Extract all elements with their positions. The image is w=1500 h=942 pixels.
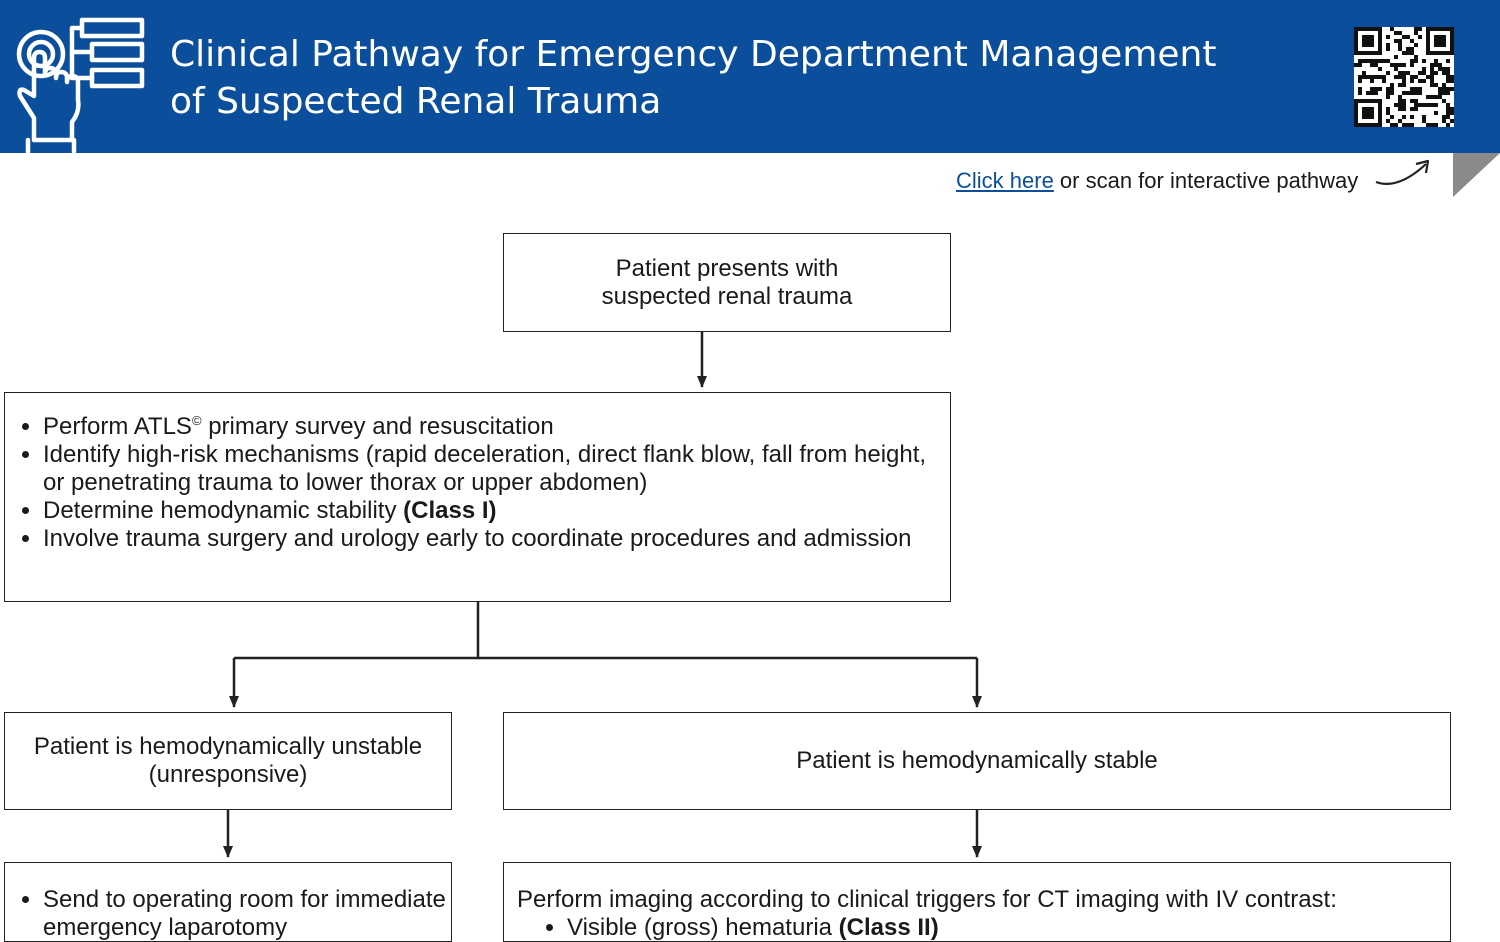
list-item: Perform ATLS© primary survey and resusci… <box>43 413 938 441</box>
interactive-pathway-note: Click here or scan for interactive pathw… <box>956 168 1358 194</box>
page-title: Clinical Pathway for Emergency Departmen… <box>170 31 1310 125</box>
title-line-2: of Suspected Renal Trauma <box>170 81 662 122</box>
class-label: (Class I) <box>403 497 497 524</box>
operating-room-list: Send to operating room for immediate eme… <box>5 886 451 941</box>
node-initial-assessment: Perform ATLS© primary survey and resusci… <box>4 392 951 602</box>
imaging-intro: Perform imaging according to clinical tr… <box>517 886 1337 913</box>
node-stable-text: Patient is hemodynamically stable <box>796 747 1158 774</box>
interactive-pathway-text: or scan for interactive pathway <box>1053 168 1359 193</box>
connector-initial-split <box>234 602 480 660</box>
node-start-line-2: suspected renal trauma <box>601 282 853 310</box>
node-imaging: Perform imaging according to clinical tr… <box>503 862 1451 942</box>
list-item: Identify high-risk mechanisms (rapid dec… <box>43 441 938 497</box>
class-label: (Class II) <box>838 914 939 941</box>
node-start-line-1: Patient presents with <box>615 254 839 282</box>
node-patient-presents: Patient presents with suspected renal tr… <box>503 233 951 332</box>
initial-assessment-list: Perform ATLS© primary survey and resusci… <box>5 413 938 553</box>
list-item: Determine hemodynamic stability (Class I… <box>43 497 938 525</box>
node-unstable: Patient is hemodynamically unstable (unr… <box>4 712 452 810</box>
interactive-pathway-link[interactable]: Click here <box>956 168 1054 193</box>
title-line-1: Clinical Pathway for Emergency Departmen… <box>170 34 1217 75</box>
list-item: Involve trauma surgery and urology early… <box>43 525 938 553</box>
node-stable: Patient is hemodynamically stable <box>503 712 1451 810</box>
list-item: Send to operating room for immediate eme… <box>43 886 451 941</box>
imaging-list: Visible (gross) hematuria (Class II) <box>517 914 1450 941</box>
node-unstable-line-2: (unresponsive) <box>148 761 308 788</box>
qr-code[interactable] <box>1354 27 1454 127</box>
header-banner: Clinical Pathway for Emergency Departmen… <box>0 0 1500 154</box>
node-unstable-line-1: Patient is hemodynamically unstable <box>33 733 423 760</box>
touch-pathway-icon <box>16 17 145 154</box>
list-item: Visible (gross) hematuria (Class II) <box>567 914 1450 941</box>
node-operating-room: Send to operating room for immediate eme… <box>4 862 452 942</box>
curved-arrow-icon <box>1375 159 1430 185</box>
page-corner-fold <box>1453 153 1500 197</box>
